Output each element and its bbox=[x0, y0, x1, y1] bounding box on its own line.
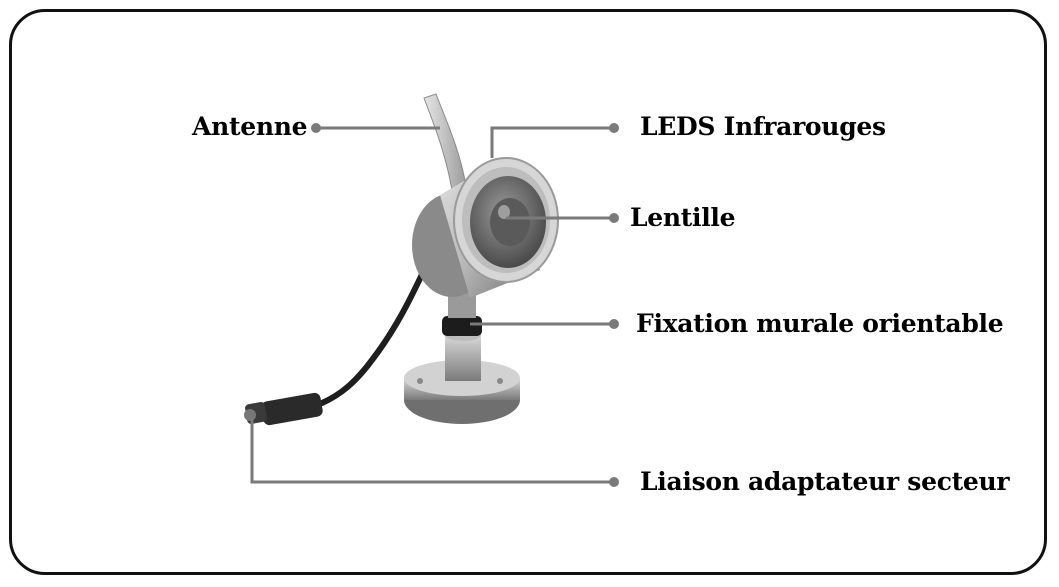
leader-dot-ir-leds bbox=[609, 123, 619, 133]
leader-power bbox=[250, 418, 614, 484]
label-power: Liaison adaptateur secteur bbox=[640, 467, 1010, 496]
power-connector bbox=[244, 392, 323, 426]
camera-body bbox=[412, 157, 559, 298]
wall-mount bbox=[404, 290, 520, 424]
power-cable bbox=[319, 265, 428, 406]
leader-ir-leds bbox=[490, 126, 614, 158]
leader-dot-power bbox=[609, 477, 619, 487]
leader-dot-mount bbox=[609, 319, 619, 329]
label-mount: Fixation murale orientable bbox=[636, 309, 1004, 338]
leader-dot-antenna bbox=[311, 123, 321, 133]
leader-dot-lens bbox=[609, 213, 619, 223]
label-lens: Lentille bbox=[630, 203, 736, 232]
label-ir-leds: LEDS Infrarouges bbox=[640, 112, 886, 141]
label-antenna: Antenne bbox=[192, 112, 308, 141]
leader-lines bbox=[250, 126, 614, 484]
antenna bbox=[423, 93, 467, 191]
